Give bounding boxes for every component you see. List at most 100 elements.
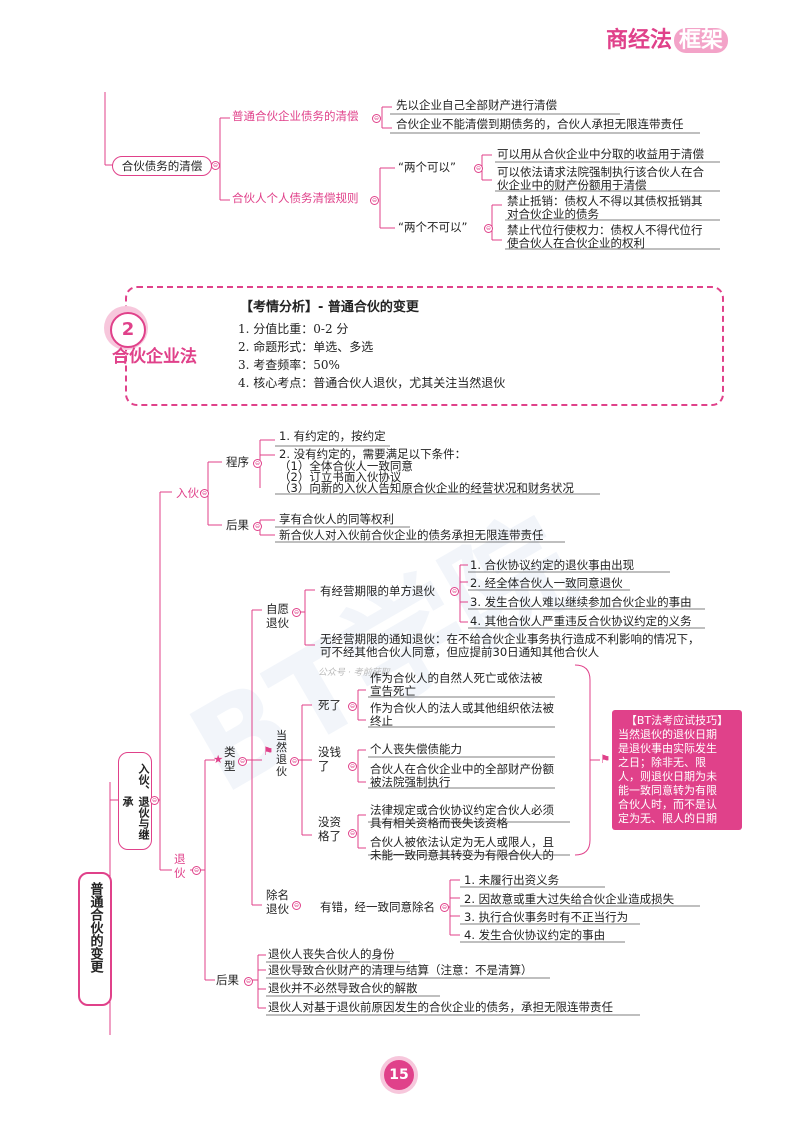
tip-line: 能一致同意转为有限 [618, 784, 717, 797]
join-proc-5: （3）向新的入伙人告知原合伙企业的经营状况和财务状况 [279, 481, 574, 495]
exit-result-2: 退伙导致合伙财产的清理与结算（注意：不是清算） [268, 963, 533, 977]
collapse-icon[interactable]: ⊖ [440, 903, 449, 912]
two-cannot-item-2: 对合伙企业的债务 [507, 207, 599, 221]
two-cannot-item-3: 禁止代位行使权力：债权人不得代位行 [507, 223, 703, 237]
collapse-icon[interactable]: ⊖ [348, 762, 357, 771]
sub-node: 入伙、退伙与继承 [118, 752, 152, 850]
tip-title: 【BT法考应试技巧】 [625, 714, 729, 727]
join-result-2: 新合伙人对入伙前合伙企业的债务承担无限连带责任 [279, 528, 544, 542]
poor-1: 个人丧失偿债能力 [370, 742, 462, 756]
header-logo: 商经法框架 [606, 22, 728, 54]
two-can-item-3: 伙企业中的财产份额用于清偿 [497, 178, 647, 192]
b1-item-2: 合伙企业不能清偿到期债务的，合伙人承担无限连带责任 [396, 117, 684, 131]
analysis-item-4: 4. 核心考点：普通合伙人退伙，尤其关注当然退伙 [238, 376, 506, 390]
branch-general-debt: 普通合伙企业债务的清偿 [232, 109, 359, 123]
flag-icon: ⚑ [600, 752, 611, 766]
poor-2: 合伙人在合伙企业中的全部财产份额 [370, 762, 554, 776]
dead-4: 终止 [370, 714, 393, 728]
collapse-icon[interactable]: ⊖ [192, 866, 201, 875]
star-icon: ★ [213, 752, 224, 766]
collapse-icon[interactable]: ⊖ [372, 114, 381, 123]
two-can-item-1: 可以用从合伙企业中分取的收益用于清偿 [497, 147, 704, 161]
sub-node-label: 入伙、退伙与继承 [121, 762, 150, 840]
analysis-item-2: 2. 命题形式：单选、多选 [238, 340, 374, 354]
join-proc-3: （1）全体合伙人一致同意 [279, 459, 413, 473]
section-number: 2 [110, 312, 146, 348]
join-result-label: 后果 [226, 518, 249, 532]
exit-result-4: 退伙人对基于退伙前原因发生的合伙企业的债务，承担无限连带责任 [268, 1000, 613, 1014]
tip-line: 定为无、限人的日期 [618, 812, 717, 825]
noq-1: 法律规定或合伙协议约定合伙人必须 [370, 803, 554, 817]
analysis-title: 【考情分析】- 普通合伙的变更 [240, 300, 419, 315]
tip-line: 当然退伙的退伙日期 [618, 728, 717, 741]
exam-tip-box: 【BT法考应试技巧】 当然退伙的退伙日期 是退伙事由实际发生 之日；除非无、限 … [612, 710, 742, 830]
expel-label: 除名退伙 [266, 888, 289, 916]
expel-3: 3. 执行合伙事务时有不正当行为 [464, 910, 629, 924]
exit-result-label: 后果 [216, 973, 239, 987]
flag-icon: ⚑ [263, 744, 274, 758]
collapse-icon[interactable]: ⊖ [474, 164, 483, 173]
exit-label: 退伙 [174, 852, 186, 880]
exit-result-3: 退伙并不必然导致合伙的解散 [268, 981, 418, 995]
wechat-stamp: 公众号 · 考前获取 [318, 668, 390, 678]
join-proc-2: 2. 没有约定的，需要满足以下条件： [279, 447, 467, 461]
exit-result-1: 退伙人丧失合伙人的身份 [268, 947, 395, 961]
root-node: 普通合伙的变更 [78, 872, 112, 1006]
debt-repayment-node: 合伙债务的清偿 [112, 156, 212, 176]
collapse-icon[interactable]: ⊖ [200, 489, 209, 498]
b1-item-1: 先以企业自己全部财产进行清偿 [396, 98, 557, 112]
collapse-icon[interactable]: ⊖ [484, 224, 493, 233]
collapse-icon[interactable]: ⊖ [348, 702, 357, 711]
join-proc-label: 程序 [226, 455, 249, 469]
noq-3: 合伙人被依法认定为无人或限人，且 [370, 835, 554, 849]
page-number: 15 [384, 1060, 414, 1090]
collapse-icon[interactable]: ⊖ [292, 901, 301, 910]
dead-2: 宣告死亡 [370, 684, 416, 698]
root-node-label: 普通合伙的变更 [87, 882, 103, 973]
collapse-icon[interactable]: ⊖ [253, 459, 262, 468]
type-label: 类型 [224, 745, 236, 773]
dead-label: 死了 [318, 698, 341, 712]
join-proc-4: （2）订立书面入伙协议 [279, 470, 402, 484]
collapse-icon[interactable]: ⊖ [238, 757, 247, 766]
join-proc-1: 1. 有约定的，按约定 [279, 429, 386, 443]
tip-line: 之日；除非无、限 [618, 756, 706, 769]
collapse-icon[interactable]: ⊖ [292, 608, 301, 617]
collapse-icon[interactable]: ⊖ [290, 757, 299, 766]
collapse-icon[interactable]: ⊖ [450, 587, 459, 596]
collapse-icon[interactable]: ⊖ [150, 796, 159, 805]
join-label: 入伙 [176, 486, 199, 500]
analysis-item-1: 1. 分值比重：0-2 分 [238, 322, 349, 336]
logo-badge: 框架 [673, 28, 728, 53]
expel-4: 4. 发生合伙协议约定的事由 [464, 928, 606, 942]
dead-1: 作为合伙人的自然人死亡或依法被 [370, 671, 543, 685]
collapse-icon[interactable]: ⊖ [253, 522, 262, 531]
vol-label: 自愿退伙 [266, 602, 289, 630]
branch-personal-debt: 合伙人个人债务清偿规则 [232, 191, 359, 205]
vol-fixed-2: 2. 经全体合伙人一致同意退伙 [470, 576, 623, 590]
two-can-label: “两个可以” [398, 160, 456, 174]
dead-3: 作为合伙人的法人或其他组织依法被 [370, 701, 554, 715]
two-cannot-label: “两个不可以” [398, 220, 468, 234]
tip-line: 人，则退伙日期为未 [618, 770, 717, 783]
vol-fixed-1: 1. 合伙协议约定的退伙事由出现 [470, 558, 635, 572]
section-name: 合伙企业法 [112, 347, 197, 367]
noq-2: 具有相关资格而丧失该资格 [370, 816, 508, 830]
two-cannot-item-1: 禁止抵销：债权人不得以其债权抵销其 [507, 194, 703, 208]
collapse-icon[interactable]: ⊖ [244, 977, 253, 986]
join-result-1: 享有合伙人的同等权利 [279, 512, 394, 526]
two-cannot-item-4: 使合伙人在合伙企业的权利 [507, 236, 645, 250]
expel-mid: 有错，经一致同意除名 [320, 900, 435, 914]
vol-open-2: 可不经其他合伙人同意，但应提前30日通知其他合伙人 [320, 645, 600, 659]
vol-fixed-4: 4. 其他合伙人严重违反合伙协议约定的义务 [470, 614, 692, 628]
vol-fixed-label: 有经营期限的单方退伙 [320, 584, 435, 598]
logo-text: 商经法 [605, 28, 672, 53]
collapse-icon[interactable]: ⊖ [370, 196, 379, 205]
collapse-icon[interactable]: ⊖ [348, 829, 357, 838]
vol-open-1: 无经营期限的通知退伙：在不给合伙企业事务执行造成不利影响的情况下， [320, 632, 700, 646]
analysis-item-3: 3. 考查频率：50% [238, 358, 340, 372]
expel-2: 2. 因故意或重大过失给合伙企业造成损失 [464, 892, 675, 906]
poor-3: 被法院强制执行 [370, 775, 451, 789]
collapse-icon[interactable]: ⊖ [211, 161, 220, 170]
